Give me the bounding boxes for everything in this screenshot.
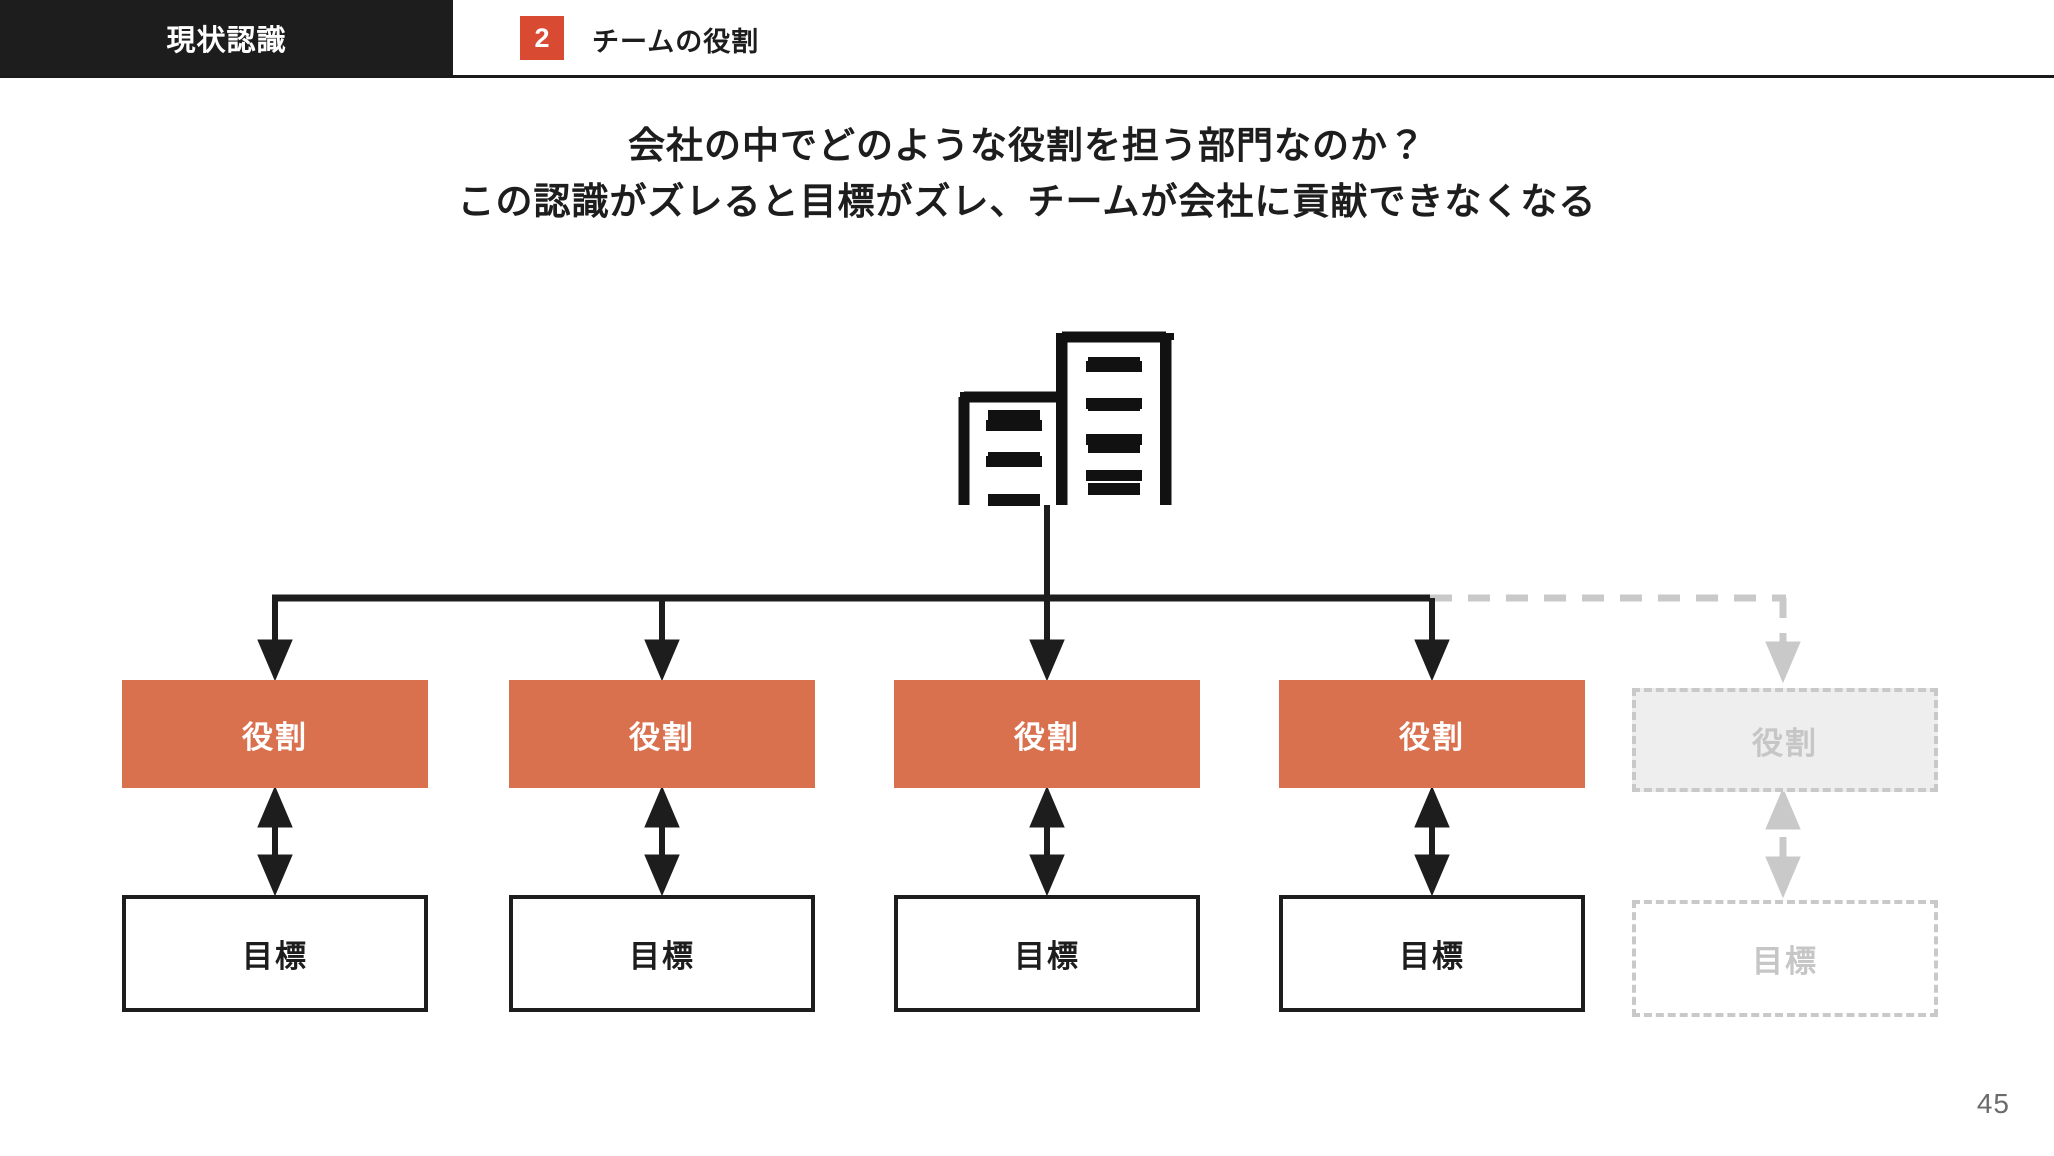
role-box-1-label: 役割 — [242, 719, 308, 755]
goal-box-1-label: 目標 — [242, 939, 308, 974]
slide-header: 現状認識 2 チームの役割 — [0, 0, 2054, 78]
role-goal-arrows — [257, 785, 1450, 897]
building-icon-strokes — [958, 331, 1172, 505]
goal-box-4[interactable]: 目標 — [1279, 895, 1585, 1012]
role-box-4-label: 役割 — [1399, 719, 1465, 755]
lead-line-1: 会社の中でどのような役割を担う部門なのか？ — [628, 125, 1426, 166]
role-box-2[interactable]: 役割 — [509, 680, 815, 788]
header-title: チームの役割 — [592, 26, 760, 57]
role-box-4[interactable]: 役割 — [1279, 680, 1585, 788]
header-section-label: 現状認識 — [166, 24, 287, 57]
role-drop-arrows — [257, 598, 1450, 682]
header-badge-number: 2 — [520, 16, 564, 60]
goal-box-2-label: 目標 — [629, 939, 695, 974]
role-box-2-label: 役割 — [629, 719, 695, 755]
role-goal-arrow-ghost — [1765, 787, 1801, 899]
role-box-5-ghost[interactable]: 役割 — [1632, 688, 1938, 792]
goal-box-3-label: 目標 — [1014, 939, 1080, 974]
header-section-panel: 現状認識 — [0, 0, 453, 75]
role-box-3[interactable]: 役割 — [894, 680, 1200, 788]
goal-box-1[interactable]: 目標 — [122, 895, 428, 1012]
role-box-1[interactable]: 役割 — [122, 680, 428, 788]
building-windows — [988, 357, 1140, 506]
goal-box-2[interactable]: 目標 — [509, 895, 815, 1012]
role-drop-arrow-ghost — [1765, 598, 1801, 684]
goal-box-5-label: 目標 — [1752, 944, 1818, 979]
page-number: 45 — [1976, 1088, 2010, 1119]
lead-text: 会社の中でどのような役割を担う部門なのか？ この認識がズレると目標がズレ、チーム… — [0, 118, 2054, 230]
role-box-5-label: 役割 — [1752, 725, 1818, 761]
lead-line-2: この認識がズレると目標がズレ、チームが会社に貢献できなくなる — [457, 181, 1597, 222]
role-box-3-label: 役割 — [1014, 719, 1080, 755]
goal-box-5-ghost[interactable]: 目標 — [1632, 900, 1938, 1017]
goal-box-4-label: 目標 — [1399, 939, 1465, 974]
goal-box-3[interactable]: 目標 — [894, 895, 1200, 1012]
